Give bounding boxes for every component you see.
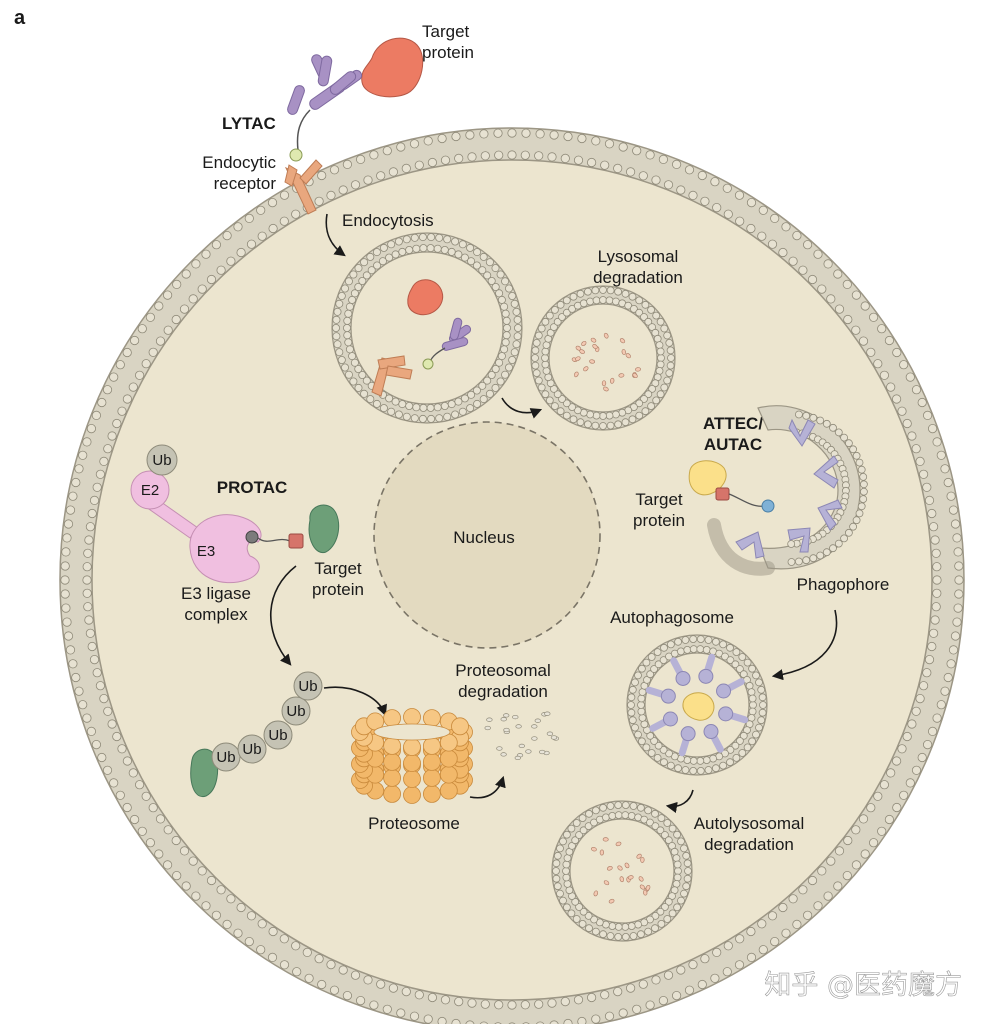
attec-linker (728, 493, 765, 507)
svg-text:Ub: Ub (268, 727, 287, 744)
lysosome-membrane-heads (531, 286, 675, 430)
autophagosome-receptors (645, 653, 749, 757)
svg-text:E2: E2 (141, 482, 159, 499)
autophagosome-cargo (682, 692, 715, 721)
ub-3: Ub (263, 720, 293, 750)
autophagosome-label: Autophagosome (610, 608, 734, 627)
lysosome-fragments (571, 332, 641, 392)
protac-warhead (288, 533, 304, 549)
endosome-membrane-heads (331, 233, 523, 423)
endosome-lumen (350, 251, 504, 405)
autolysosome-arrow (665, 789, 694, 813)
panel-label: a (14, 7, 26, 29)
lytac-ligand (289, 148, 303, 162)
proteosome-arrow (323, 686, 387, 717)
nucleus-envelope (373, 421, 601, 649)
endocytosis-label: Endocytosis (342, 211, 434, 230)
endocytic-receptor (284, 159, 323, 215)
endocytosis-arrow (325, 213, 346, 257)
lytac-target-protein (361, 37, 424, 98)
nucleus: Nucleus (373, 421, 601, 649)
svg-text:Ub: Ub (286, 703, 305, 720)
ub-5: Ub (293, 671, 323, 701)
protac-title: PROTAC (217, 478, 288, 497)
e2-subunit: E2 (130, 470, 170, 510)
lytac-antibody (287, 54, 363, 115)
phagophore-membrane-heads (787, 410, 868, 566)
svg-text:Ub: Ub (152, 452, 171, 469)
ubiquitinated-target (190, 748, 219, 798)
endosome-target-protein (407, 279, 444, 316)
ub-1: Ub (211, 742, 241, 772)
endosome-antibody (441, 317, 472, 351)
endosome-ligand (422, 358, 434, 370)
nucleus-label: Nucleus (453, 528, 514, 547)
svg-text:Ub: Ub (216, 749, 235, 766)
ub-4: Ub (281, 696, 311, 726)
protac-target-protein (308, 504, 340, 554)
watermark: 知乎 @医药魔方 (764, 970, 962, 1001)
phagophore-edge (707, 518, 775, 576)
endosome-receptor (371, 355, 413, 397)
cell-membrane-heads (60, 128, 964, 1024)
svg-text:E3: E3 (197, 543, 215, 560)
autolysosome-membrane-heads (552, 801, 692, 941)
svg-text:Ub: Ub (242, 741, 261, 758)
ub-on-e2: Ub (146, 444, 178, 476)
protac-linker (257, 537, 291, 542)
ubiquitination-arrow (270, 565, 297, 666)
lytac-linker (296, 109, 311, 151)
autophagosome-arrow (771, 609, 838, 681)
autolysosome-lumen (569, 818, 675, 924)
attec-title: ATTEC/AUTAC (703, 414, 763, 454)
autophagosome-membrane-heads (627, 635, 767, 775)
proteosome-label: Proteosome (368, 814, 460, 833)
phagophore-receptors (735, 418, 843, 559)
attec-warhead (715, 487, 730, 501)
svg-text:Ub: Ub (298, 678, 317, 695)
lysosome-arrow (501, 397, 543, 419)
lysosome-lumen (548, 303, 658, 413)
degradation-arrow (469, 775, 506, 799)
ub-chain: Ub Ub Ub Ub Ub (211, 671, 323, 772)
peptide-fragments (484, 711, 560, 761)
e3-ligase: E3 (189, 514, 262, 584)
proteosome-barrel (351, 708, 473, 804)
attec-ligand (761, 499, 775, 513)
phagophore-label: Phagophore (797, 575, 890, 594)
autolysosome-fragments (591, 837, 651, 904)
lytac-title: LYTAC (222, 114, 276, 133)
ub-2: Ub (237, 734, 267, 764)
protac-e3-ligand (245, 530, 259, 544)
attec-target-protein (688, 460, 727, 496)
